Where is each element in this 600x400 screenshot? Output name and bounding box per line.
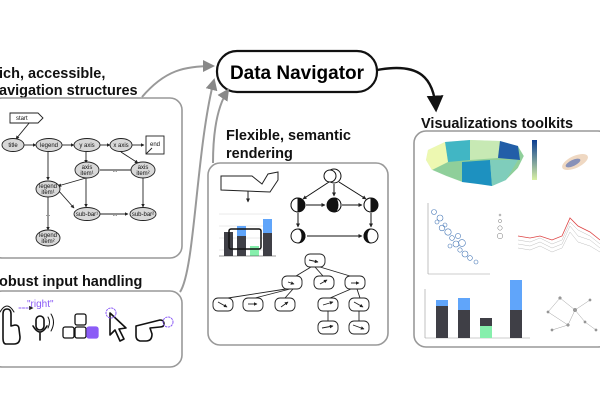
- node-ellipsis-2: ...: [45, 212, 50, 218]
- node-axis-item-1: axis: [82, 165, 93, 171]
- spoken-command-label: "right": [27, 299, 54, 310]
- stacked-bar-chart: [424, 280, 530, 339]
- rendering-illustrations: [212, 168, 379, 335]
- node-ellipsis-1: ...: [112, 168, 117, 174]
- node-axis-item-1-sup: item¹: [80, 171, 93, 177]
- input-to-hub-arrow: [179, 78, 218, 293]
- node-legend-item-1: legend: [39, 184, 57, 190]
- toolkits-title: Visualizations toolkits: [421, 116, 574, 132]
- node-legend-item-2-sup: item²: [41, 239, 54, 245]
- scatter-plot: [427, 203, 504, 275]
- hub-title: Data Navigator: [230, 63, 365, 84]
- node-y-axis: y axis: [79, 143, 94, 149]
- node-ellipsis-3: ...: [112, 212, 117, 218]
- network-graph: [546, 296, 598, 332]
- mini-bar-chart: [214, 206, 284, 262]
- choropleth-map: [425, 139, 537, 187]
- glyph-tree: [212, 253, 370, 335]
- structures-to-hub-arrow: [141, 60, 215, 98]
- hub-to-toolkits-arrow: [376, 66, 444, 113]
- node-legend-item-1-sup: item¹: [41, 190, 54, 196]
- click-indicator-icon: [105, 307, 117, 319]
- data-navigator-hub: Data Navigator: [215, 49, 379, 94]
- node-sub-bar-2: sub-bar²: [132, 212, 154, 218]
- node-axis-item-2: axis: [138, 165, 149, 171]
- node-start: start: [16, 116, 28, 122]
- mouse-cursor-icon: [109, 312, 127, 342]
- toolkit-gallery: [424, 139, 600, 339]
- rendering-to-hub-arrow: [212, 88, 230, 164]
- input-title: obust input handling: [0, 274, 143, 290]
- structures-title-line1: ich, accessible,: [0, 66, 106, 82]
- abstract-shape: [220, 171, 279, 193]
- node-axis-item-2-sup: item²: [136, 171, 149, 177]
- keyboard-keys-icon: [62, 313, 99, 339]
- node-legend: legend: [40, 143, 58, 149]
- density-plot: [562, 153, 588, 171]
- node-legend-item-2: legend: [39, 233, 57, 239]
- node-end: end: [150, 142, 160, 148]
- pointing-hand-icon: [135, 316, 174, 342]
- touch-hand-icon: [0, 305, 21, 345]
- structures-title-line2: avigation structures: [0, 83, 138, 99]
- multi-line-chart: [517, 217, 600, 253]
- node-title: title: [8, 143, 18, 149]
- microphone-icon: [32, 313, 54, 341]
- navigation-graph: start title legend y axis x axis end axi…: [1, 112, 165, 247]
- moon-phase-graph: [290, 168, 379, 244]
- node-sub-bar-1: sub-bar¹: [76, 212, 98, 218]
- input-icons: "right": [0, 299, 174, 345]
- rendering-title-line1: Flexible, semantic: [226, 128, 351, 144]
- toolkits-panel: [413, 130, 600, 348]
- rendering-title-line2: rendering: [226, 146, 293, 162]
- node-x-axis: x axis: [113, 143, 128, 149]
